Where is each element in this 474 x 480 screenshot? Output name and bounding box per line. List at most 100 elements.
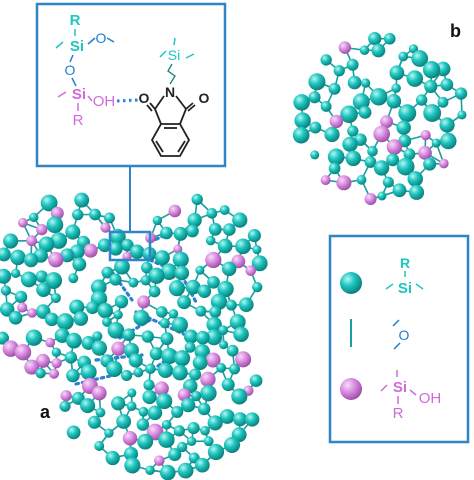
silanol-atom	[100, 222, 111, 233]
siloxane-atom	[457, 110, 467, 120]
silanol-atom	[420, 129, 431, 141]
siloxane-atom	[142, 389, 157, 405]
siloxane-atom	[0, 331, 10, 345]
siloxane-atom	[35, 270, 48, 283]
siloxane-atom	[309, 121, 322, 134]
siloxane-atom	[249, 374, 263, 388]
siloxane-atom	[180, 397, 196, 413]
silanol-atom	[154, 381, 169, 396]
siloxane-atom	[121, 238, 134, 252]
silanol-atom	[24, 359, 40, 375]
siloxane-atom	[219, 409, 235, 424]
siloxane-atom	[171, 316, 189, 334]
siloxane-atom	[221, 378, 235, 392]
siloxane-atom	[403, 148, 416, 161]
siloxane-atom	[127, 388, 137, 398]
silanol-atom	[36, 223, 48, 236]
inset-frame	[35, 2, 227, 168]
siloxane-atom	[104, 428, 114, 438]
silanol-atom	[373, 125, 390, 143]
silanol-atom	[83, 243, 98, 258]
siloxane-atom	[408, 44, 419, 54]
siloxane-atom	[340, 105, 358, 124]
siloxane-atom	[191, 390, 202, 402]
siloxane-atom	[233, 326, 249, 343]
siloxane-atom	[168, 280, 185, 297]
siloxane-atom	[173, 226, 188, 241]
siloxane-atom	[251, 255, 268, 272]
siloxane-atom	[327, 148, 345, 166]
silanol-atom	[51, 357, 62, 369]
siloxane-atom	[137, 433, 154, 450]
silanol-atom	[14, 344, 32, 361]
inset-top-si: Si	[70, 38, 84, 55]
siloxane-atom	[396, 157, 415, 176]
siloxane-atom	[328, 82, 341, 95]
siloxane-atom	[310, 150, 320, 160]
siloxane-atom	[359, 45, 370, 55]
siloxane-atom	[187, 421, 200, 435]
siloxane-atom	[197, 402, 211, 416]
siloxane-atom	[54, 328, 70, 343]
siloxane-atom	[138, 406, 149, 417]
siloxane-atom	[398, 51, 409, 62]
silanol-atom	[45, 337, 56, 348]
siloxane-atom	[373, 160, 390, 176]
siloxane-atom	[97, 302, 113, 319]
siloxane-atom	[209, 305, 222, 318]
siloxane-atom	[195, 265, 205, 275]
siloxane-atom	[345, 150, 362, 167]
legend-pink-r: R	[393, 405, 404, 422]
siloxane-atom	[124, 457, 141, 474]
siloxane-atom	[51, 347, 62, 358]
siloxane-atom	[364, 156, 377, 168]
siloxane-atom	[191, 193, 203, 206]
siloxane-atom	[308, 73, 326, 91]
siloxane-atom	[392, 183, 407, 198]
siloxane-atom	[80, 364, 97, 381]
siloxane-atom	[50, 232, 68, 249]
silanol-atom	[320, 175, 331, 186]
siloxane-atom	[308, 91, 321, 104]
siloxane-atom	[159, 464, 176, 480]
siloxane-atom	[36, 282, 51, 297]
siloxane-atom	[143, 379, 155, 391]
siloxane-atom	[371, 43, 386, 58]
inset-connector	[108, 165, 152, 262]
siloxane-atom	[235, 238, 251, 255]
legend: R Si O Si OH R	[328, 234, 470, 444]
siloxane-atom	[136, 418, 150, 431]
silanol-atom	[336, 175, 352, 191]
siloxane-atom	[367, 145, 378, 157]
siloxane-atom	[195, 305, 207, 317]
siloxane-atom	[14, 290, 28, 304]
siloxane-atom	[129, 244, 145, 260]
inset-top-o-chain: O	[96, 30, 107, 46]
siloxane-atom	[328, 162, 341, 175]
siloxane-atom	[197, 284, 212, 298]
siloxane-atom	[140, 275, 151, 286]
silanol-atom	[26, 235, 38, 247]
phthalimide-o-left: O	[139, 90, 150, 106]
siloxane-atom	[114, 294, 129, 309]
silanol-atom	[329, 114, 344, 129]
legend-cyan-sphere	[340, 272, 362, 294]
siloxane-atom	[184, 341, 196, 353]
siloxane-atom	[207, 275, 220, 289]
siloxane-atom	[174, 265, 190, 281]
siloxane-atom	[406, 70, 424, 87]
siloxane-atom	[223, 436, 241, 453]
siloxane-atom	[59, 400, 71, 412]
siloxane-atom	[0, 268, 12, 284]
siloxane-atom	[228, 363, 241, 375]
silanol-atom	[200, 371, 216, 388]
siloxane-atom	[231, 388, 248, 405]
siloxane-atom	[200, 425, 210, 436]
siloxane-network-b	[292, 32, 468, 205]
siloxane-atom	[123, 446, 139, 461]
siloxane-atom	[158, 431, 175, 448]
siloxane-atom	[368, 32, 382, 46]
siloxane-atom	[74, 192, 90, 208]
siloxane-atom	[232, 212, 248, 228]
siloxane-atom	[205, 329, 223, 346]
